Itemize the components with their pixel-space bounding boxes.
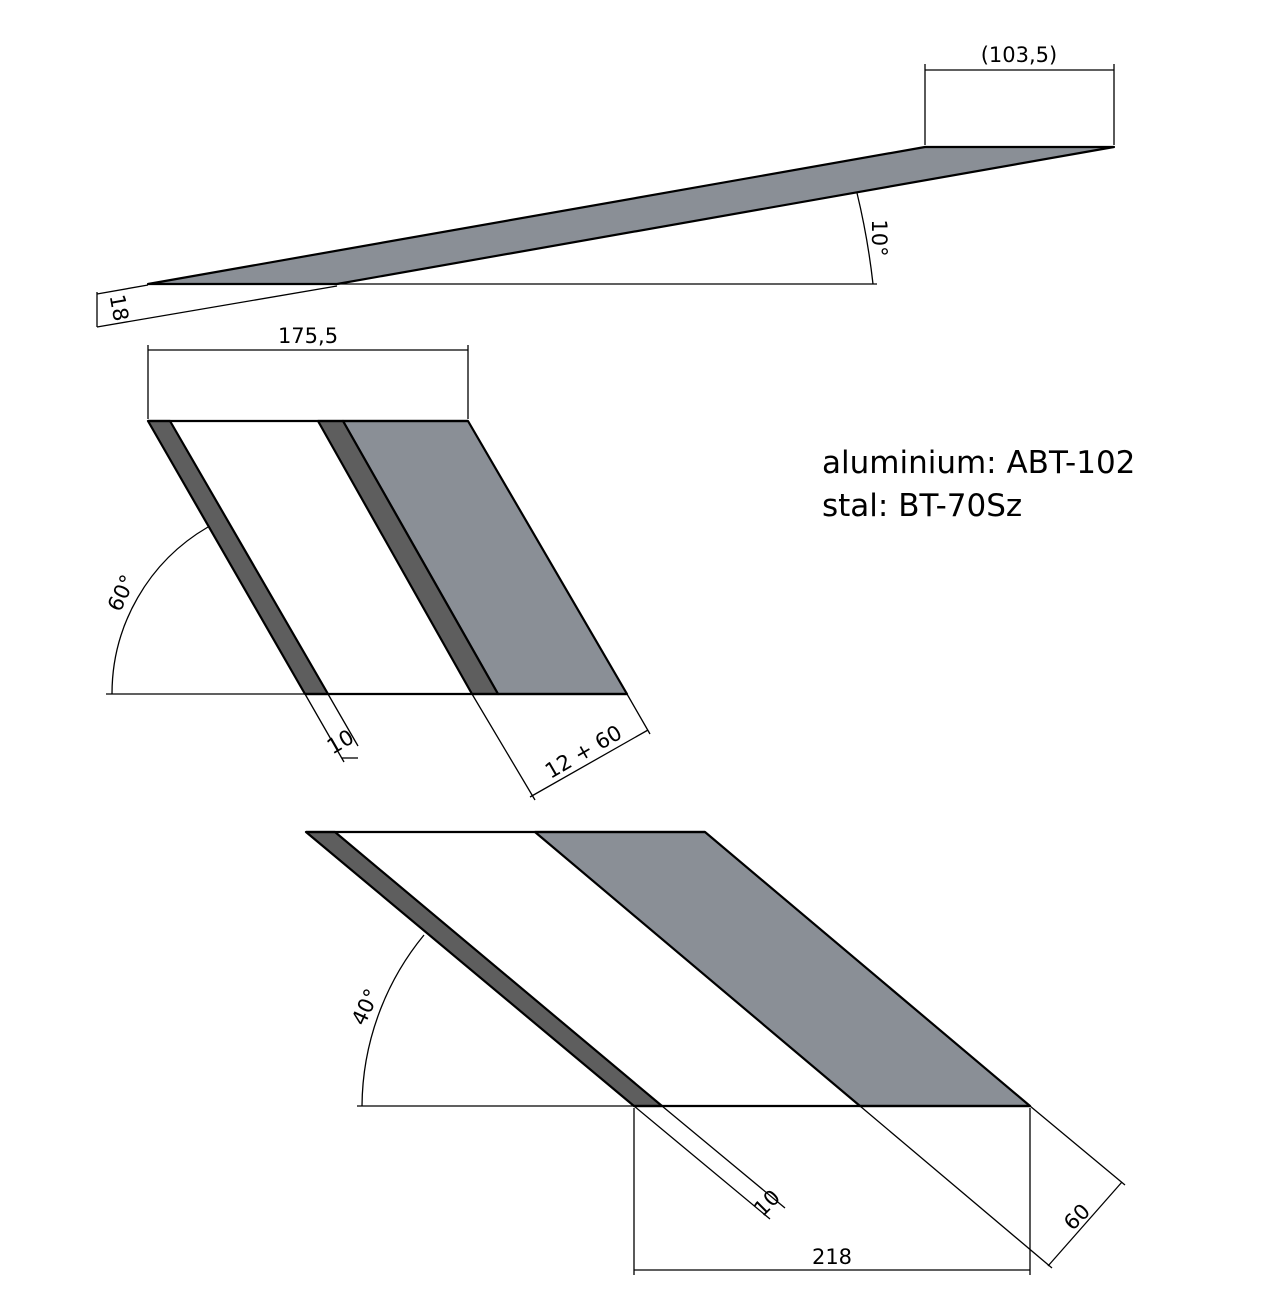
top-view: (103,5) 10° 18 bbox=[96, 43, 1116, 328]
bottom-angle-label: 40° bbox=[347, 985, 384, 1029]
middle-layer-ext-2 bbox=[626, 693, 651, 735]
middle-angle-label: 60° bbox=[103, 571, 140, 615]
middle-thickness-ext-2 bbox=[327, 693, 359, 747]
middle-steel-face bbox=[341, 419, 629, 696]
middle-layer-dim-line bbox=[529, 729, 649, 798]
bottom-layer-label: 60 bbox=[1059, 1199, 1095, 1235]
top-thickness-line-2 bbox=[96, 284, 149, 295]
material-steel: stal: BT-70Sz bbox=[822, 488, 1022, 524]
middle-width-label: 175,5 bbox=[278, 324, 338, 348]
material-aluminium: aluminium: ABT-102 bbox=[822, 445, 1135, 481]
bottom-thickness-ext-1 bbox=[633, 1105, 771, 1220]
middle-thickness-ext-1 bbox=[304, 693, 345, 763]
bottom-layer-ext-1 bbox=[859, 1105, 1053, 1269]
middle-angle-arc bbox=[111, 526, 209, 695]
top-angle-arc bbox=[856, 192, 874, 285]
top-plate-face bbox=[146, 145, 1116, 286]
top-thickness-label: 18 bbox=[105, 293, 133, 323]
bottom-thickness-ext-2 bbox=[661, 1105, 786, 1209]
middle-layer-ext-1 bbox=[471, 693, 536, 801]
bottom-angle-arc bbox=[361, 934, 425, 1107]
bottom-layer-dim-line bbox=[1047, 1181, 1123, 1267]
top-thickness-line bbox=[96, 285, 338, 328]
material-notes: aluminium: ABT-102 stal: BT-70Sz bbox=[822, 445, 1135, 524]
bottom-thickness-label: 10 bbox=[749, 1185, 785, 1221]
middle-view: 175,5 60° 10 12 + 60 bbox=[103, 324, 651, 801]
middle-layer-label: 12 + 60 bbox=[541, 720, 626, 783]
bottom-view: 40° 10 60 218 bbox=[304, 830, 1126, 1275]
middle-dark-strip-left bbox=[146, 419, 330, 696]
bottom-width-label: 218 bbox=[812, 1245, 852, 1269]
bottom-layer-ext-2 bbox=[1029, 1105, 1126, 1186]
middle-thickness-label: 10 bbox=[323, 725, 358, 759]
top-width-label: (103,5) bbox=[981, 43, 1058, 67]
top-angle-label: 10° bbox=[867, 219, 891, 256]
